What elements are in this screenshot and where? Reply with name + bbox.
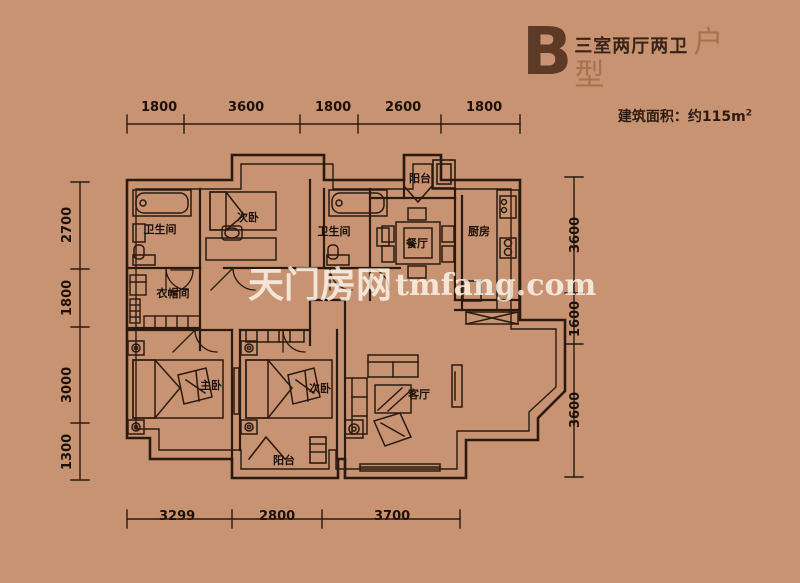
room-label-balcony-top: 阳台 <box>409 172 431 185</box>
dim-right-2: 1600 <box>568 300 583 337</box>
room-label-dining-room: 餐厅 <box>406 237 428 250</box>
dim-left-3: 3000 <box>60 366 75 403</box>
unit-configuration: 三室两厅两卫 <box>574 36 689 57</box>
dim-left-2: 1800 <box>60 279 75 316</box>
kitchen-fixtures <box>462 189 520 325</box>
room-label-bedroom-2: 次卧 <box>237 211 259 224</box>
dimension-lines <box>70 114 584 529</box>
room-label-bathroom-2: 卫生间 <box>317 225 351 238</box>
bedroom-3-furniture <box>233 329 333 435</box>
dim-bottom-2: 2800 <box>259 509 296 524</box>
room-label-balcony-bottom: 阳台 <box>273 454 295 467</box>
room-label-kitchen: 厨房 <box>468 225 490 238</box>
room-label-walk-in-closet: 衣帽间 <box>156 287 190 300</box>
dim-bottom-1: 3299 <box>159 509 196 524</box>
building-area-line: 建筑面积：约115m2 <box>522 106 752 126</box>
dim-left-1: 2700 <box>60 206 75 243</box>
dim-top-1: 1800 <box>141 100 178 115</box>
master-bedroom-furniture <box>127 340 224 435</box>
room-label-master-bedroom: 主卧 <box>200 379 222 392</box>
balcony-top-detail <box>402 159 456 204</box>
living-room-furniture <box>344 354 463 472</box>
room-label-bathroom-1: 卫生间 <box>143 223 177 236</box>
unit-type-letter: B <box>522 13 572 90</box>
exterior-walls-inner-face <box>135 163 557 470</box>
balcony-bottom-detail <box>247 435 327 464</box>
dining-furniture <box>381 207 455 279</box>
building-area-text: 建筑面积：约115m <box>617 109 746 125</box>
closet-fixtures <box>129 274 201 329</box>
bedroom-2-furniture <box>205 190 277 261</box>
dim-right-1: 3600 <box>568 216 583 253</box>
dim-top-5: 1800 <box>466 100 503 115</box>
room-label-living-room: 客厅 <box>408 388 430 401</box>
dim-bottom-3: 3700 <box>374 509 411 524</box>
door-swings <box>165 267 390 353</box>
dim-top-3: 1800 <box>315 100 352 115</box>
title-texts: 三室两厅两卫 户型 <box>574 22 752 92</box>
area-superscript: 2 <box>745 108 752 119</box>
title-block: B 三室两厅两卫 户型 建筑面积：约115m2 <box>522 13 752 126</box>
unit-type-label: 户型 <box>574 25 726 93</box>
title-row: B 三室两厅两卫 户型 <box>522 13 752 92</box>
exterior-walls <box>125 153 567 480</box>
dim-left-4: 1300 <box>60 433 75 470</box>
dim-right-3: 3600 <box>568 391 583 428</box>
dim-top-2: 3600 <box>228 100 265 115</box>
bathroom-1-fixtures <box>132 189 192 266</box>
room-label-bedroom-3: 次卧 <box>309 382 331 395</box>
dim-top-4: 2600 <box>385 100 422 115</box>
